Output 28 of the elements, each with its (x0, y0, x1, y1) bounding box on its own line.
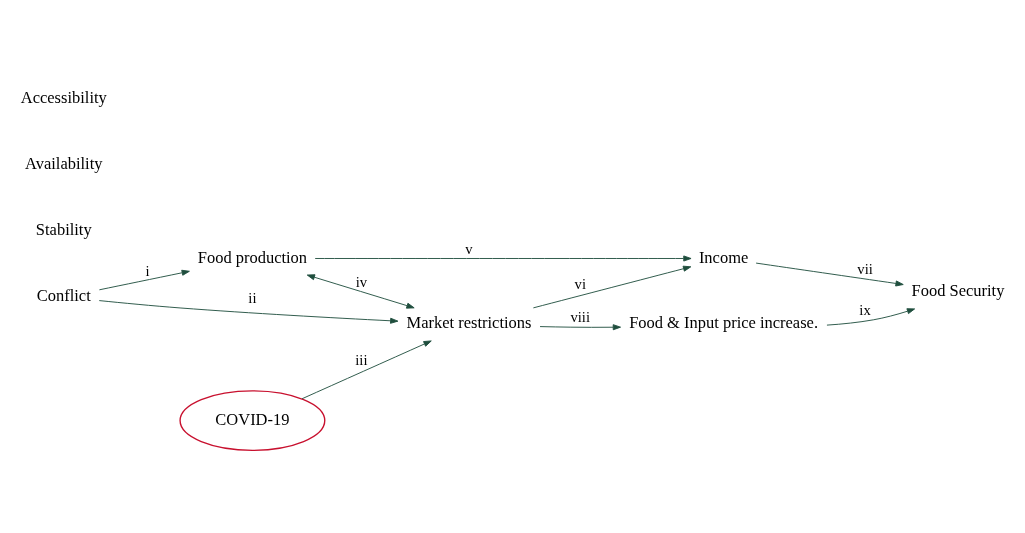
node-text: Conflict (36, 285, 91, 305)
arrow (532, 265, 692, 309)
label: Accessibility (20, 88, 107, 108)
node-text: Food production (197, 247, 308, 267)
node-text: Market restrictions (406, 313, 532, 333)
edge-label: ix (859, 302, 871, 319)
edge-label: viii (570, 309, 591, 326)
edge-label: vi (574, 276, 586, 293)
node-text: Income (698, 247, 749, 267)
edge-label: iv (355, 273, 368, 290)
node-text: Food & Input price increase. (629, 313, 819, 333)
arrow (301, 340, 432, 400)
arrow (755, 262, 904, 287)
label: Stability (35, 220, 92, 240)
arrow (826, 308, 916, 326)
arrow (306, 274, 415, 309)
arrow (98, 300, 399, 324)
node-ellipse: COVID-19 (179, 390, 326, 452)
edge-label: ii (248, 290, 257, 307)
edge-label: i (145, 262, 150, 279)
edge-label: vii (857, 260, 873, 277)
arrow (98, 269, 190, 291)
node-text: Food Security (911, 281, 1005, 301)
edge-label: iii (355, 351, 368, 368)
edge-label: v (465, 240, 473, 257)
arrow (539, 324, 621, 331)
label: Availability (25, 154, 103, 174)
arrow (314, 255, 692, 262)
